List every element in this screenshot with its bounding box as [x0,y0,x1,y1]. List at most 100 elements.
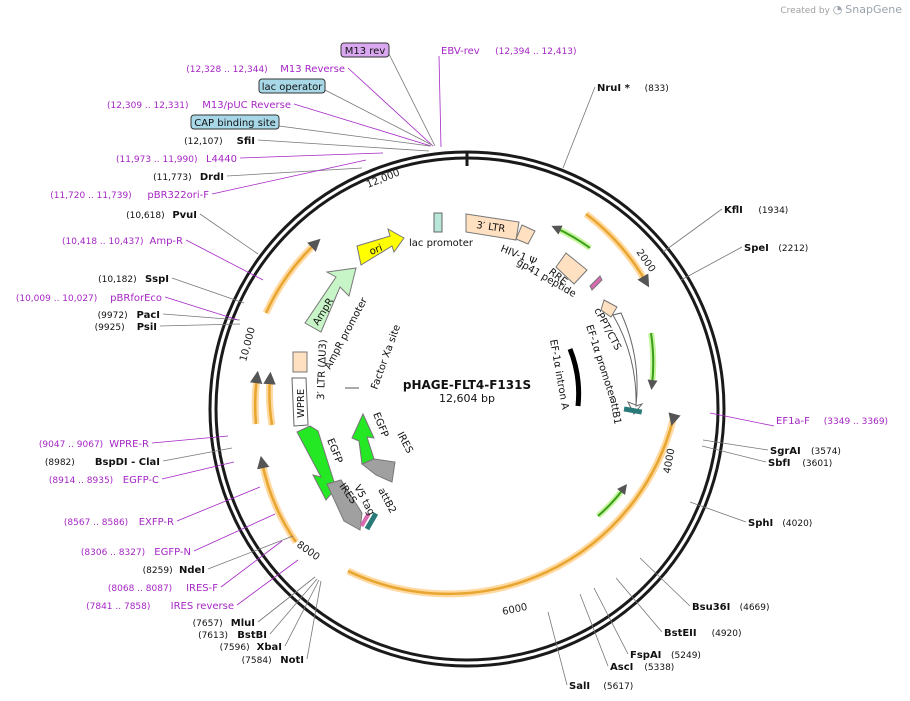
hiv-psi-glyph [515,224,536,245]
site-sali-name: SalI [569,681,590,692]
site-bspdi-clai-name: BspDI - ClaI [95,457,160,468]
ef1a-intron-label: EF-1α intron A [547,339,570,411]
site-pvui-name: PvuI [172,210,197,221]
m13-rev-box [340,42,390,58]
site-drdi-leader [226,167,363,177]
site-bspdi-clai-position: (8982) [45,458,75,468]
site-bsu36i-leader [639,557,691,607]
site-mlui-leader [257,576,316,623]
site-asci-leader [579,593,609,667]
ltr3-label: 3′ LTR [476,220,506,235]
site-spei-name: SpeI [744,243,769,254]
rre-glyph [555,252,588,285]
primer-ires-reverse-name: IRES reverse [171,601,234,612]
site-xbai-leader [284,579,320,647]
site-bstbi-position: (7613) [198,631,228,641]
site-sphi-position: (4020) [782,519,812,529]
primer-m13-puc-reverse-range: (12,309 .. 12,331) [107,101,188,111]
primer-l4440-leader [239,152,384,159]
primer-egfp-c-leader [161,461,235,480]
site-pvui-position: (10,618) [126,211,165,221]
snapgene-watermark: Created by ◔ SnapGene [780,3,902,16]
snapgene-logo-icon: ◔ [832,3,843,16]
ires-inner-label: IRES [394,430,414,455]
primer-m13-puc-reverse-leader [293,103,432,147]
attb2-glyph [364,512,379,531]
watermark-prefix: Created by [780,6,830,16]
primer-ef1a-f-range: (3349 .. 3369) [824,417,888,427]
m13-rev-leader [388,53,436,147]
site-fspai-position: (5249) [671,651,701,661]
site-sgrai-name: SgrAI [770,446,801,457]
site-bsteii-position: (4920) [712,629,742,639]
tick-label-10000: 10,000 [238,326,258,363]
primer-pbr322ori-f-leader [211,159,367,195]
site-psii-position: (9925) [95,323,125,333]
site-ndei-leader [207,535,294,570]
primer-exfp-r-leader [176,486,261,522]
ampr-glyph [304,267,357,333]
site-drdi-name: DrdI [200,172,224,183]
ires-inner-glyph [361,458,396,483]
wpre-label: WPRE [296,389,307,418]
primer-ires-f-range: (8068 .. 8087) [108,584,172,594]
cap-binding-box [190,114,280,130]
site-nrui-position: (833) [645,84,669,94]
primer-ebv-rev-range: (12,394 .. 12,413) [495,47,576,57]
primer-egfp-n-leader [193,513,276,552]
orf-arcs [249,211,681,598]
wpre-glyph [291,377,309,427]
site-kfli-name: KflI [724,205,743,216]
green-arcs [551,225,658,519]
primer-ires-reverse-leader [236,559,299,606]
site-asci-name: AscI [610,662,633,673]
site-sgrai-leader [702,439,769,451]
attb1-glyph [623,406,643,415]
site-ndei-name: NdeI [179,565,205,576]
site-bstbi-name: BstBI [237,630,267,641]
cap-binding-label: CAP binding site [194,118,276,129]
factor-xa-label: Factor Xa site [369,323,403,391]
site-pvui-leader [199,213,259,255]
boxed-features: M13 rev lac operator CAP binding site [190,42,390,130]
primer-pbrforeco-range: (10,009 .. 10,027) [16,294,97,304]
primer-wpre-r-name: WPRE-R [109,439,149,450]
cppt-glyph [600,299,618,318]
ori-label: ori [368,243,384,258]
egfp-inner-label: EGFP [370,411,390,439]
site-labels: NruI *(833)KflI(1934)SpeI(2212)SgrAI(357… [16,46,888,692]
site-asci-position: (5338) [644,663,674,673]
egfp-inner-glyph [351,412,375,465]
primer-exfp-r-range: (8567 .. 8586) [64,518,128,528]
primer-ef1a-f-name: EF1a-F [776,416,810,427]
site-paci-leader [162,313,241,321]
site-bsteii-name: BstEII [664,628,697,639]
site-paci-position: (9972) [98,311,128,321]
tick-label-4000: 4000 [662,448,677,475]
ori-glyph [356,227,405,266]
ef1a-intron-glyph [567,348,582,407]
ltr-du3-glyph [292,351,308,373]
site-ndei-position: (8259) [143,566,173,576]
lac-operator-box [258,78,326,94]
site-sfii-position: (12,107) [184,137,223,147]
primer-amp-r-leader [185,239,264,281]
leader-lines [151,53,775,686]
site-xbai-name: XbaI [257,642,282,653]
site-bstbi-leader [269,578,318,635]
site-drdi-position: (11,773) [153,173,192,183]
primer-ires-reverse-range: (7841 .. 7858) [86,602,150,612]
primer-pbr322ori-f-name: pBR322ori-F [147,190,209,201]
plasmid-name: pHAGE-FLT4-F131S [403,378,531,392]
site-xbai-position: (7596) [220,643,250,653]
site-noti-position: (7584) [242,656,272,666]
orf-arc-left-top [262,240,319,315]
site-mlui-position: (7657) [193,619,223,629]
site-spei-leader [680,246,743,281]
tick-label-6000: 6000 [501,602,528,618]
site-mlui-name: MluI [231,618,255,629]
primer-pbrforeco-name: pBRforEco [110,293,162,304]
m13-rev-label: M13 rev [345,46,386,57]
site-nrui-leader [562,86,596,169]
